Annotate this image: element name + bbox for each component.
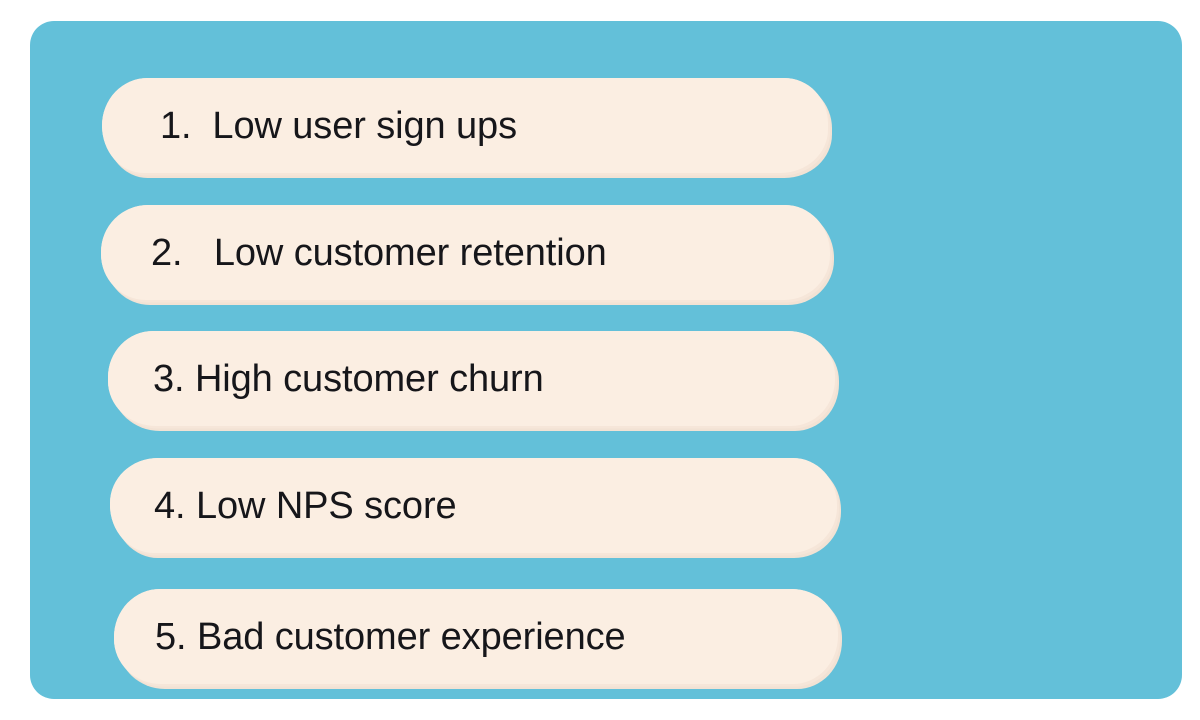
list-item[interactable]: 4. Low NPS score — [110, 458, 841, 558]
list-item-label: 4. Low NPS score — [154, 484, 457, 527]
list-item-label: 3. High customer churn — [153, 357, 544, 400]
list-item[interactable]: 1. Low user sign ups — [102, 78, 832, 178]
list-item-label: 2. Low customer retention — [151, 231, 607, 274]
list-item-label: 5. Bad customer experience — [155, 615, 626, 658]
list-item-label: 1. Low user sign ups — [160, 104, 517, 147]
blue-panel: 1. Low user sign ups 2. Low customer ret… — [30, 21, 1182, 699]
list-item[interactable]: 5. Bad customer experience — [114, 589, 842, 689]
list-item[interactable]: 3. High customer churn — [108, 331, 839, 431]
problem-list: 1. Low user sign ups 2. Low customer ret… — [30, 21, 1182, 699]
list-item[interactable]: 2. Low customer retention — [101, 205, 834, 305]
